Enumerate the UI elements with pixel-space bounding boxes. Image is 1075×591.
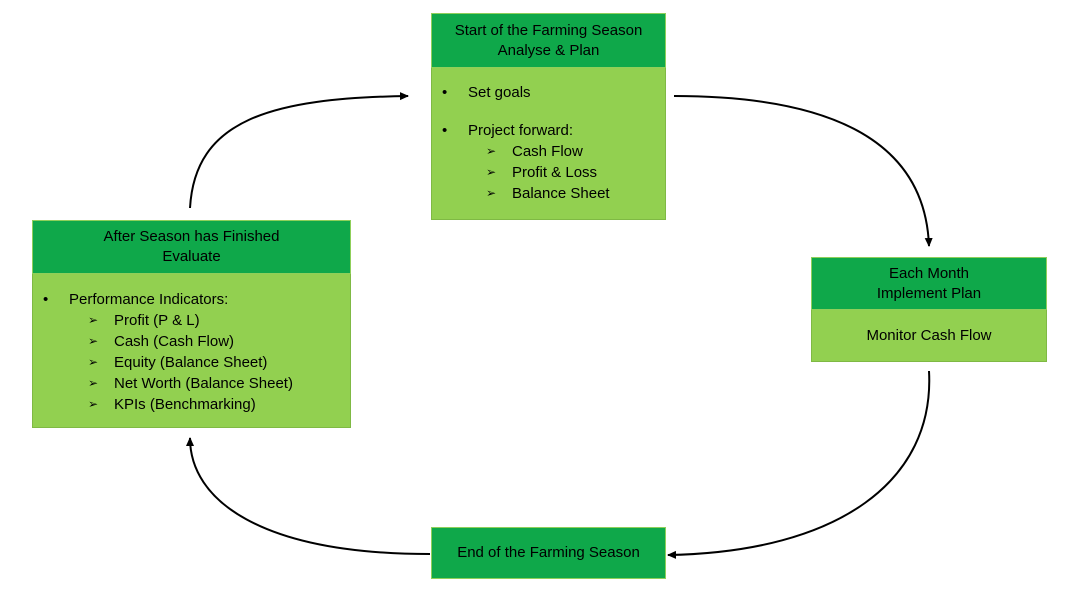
- sub-item-label: Cash (Cash Flow): [114, 333, 235, 350]
- sub-item: ➢ Profit (P & L): [33, 310, 350, 331]
- sub-item: ➢ Net Worth (Balance Sheet): [33, 373, 350, 394]
- end-season-title: End of the Farming Season: [457, 544, 640, 561]
- start-season-title-line1: Start of the Farming Season: [454, 21, 643, 39]
- bullet-label: Set goals: [468, 84, 531, 101]
- each-month-box: Each Month Implement Plan Monitor Cash F…: [811, 257, 1047, 362]
- after-season-title-line2: Evaluate: [162, 248, 221, 265]
- each-month-header: Each Month Implement Plan: [811, 257, 1047, 310]
- sub-item: ➢ Profit & Loss: [432, 162, 665, 183]
- after-season-box: After Season has Finished Evaluate • Per…: [32, 220, 351, 428]
- bullet-item: • Project forward:: [432, 120, 665, 141]
- sub-item: ➢ Balance Sheet: [432, 183, 665, 204]
- arrow-start-to-month: [673, 95, 933, 247]
- bullet-item: • Set goals: [432, 82, 665, 103]
- start-season-box: Start of the Farming Season Analyse & Pl…: [431, 13, 666, 220]
- arrow-bullet-icon: ➢: [88, 376, 99, 390]
- bullet-label: Performance Indicators:: [69, 291, 229, 308]
- arrow-month-to-end: [667, 370, 931, 559]
- sub-item-label: Net Worth (Balance Sheet): [114, 375, 293, 392]
- sub-item-label: KPIs (Benchmarking): [114, 396, 256, 413]
- bullet-icon: •: [442, 122, 448, 139]
- arrow-bullet-icon: ➢: [88, 313, 99, 327]
- arrow-bullet-icon: ➢: [88, 355, 99, 369]
- bullet-icon: •: [442, 84, 448, 101]
- start-season-title-line2: Analyse & Plan: [497, 41, 600, 59]
- bullet-label: Project forward:: [468, 122, 574, 139]
- sub-item: ➢ Equity (Balance Sheet): [33, 352, 350, 373]
- sub-item: ➢ KPIs (Benchmarking): [33, 394, 350, 415]
- arrow-end-to-after: [186, 437, 431, 555]
- after-season-title-line1: After Season has Finished: [103, 228, 280, 245]
- arrow-bullet-icon: ➢: [88, 397, 99, 411]
- sub-item: ➢ Cash (Cash Flow): [33, 331, 350, 352]
- start-season-header: Start of the Farming Season Analyse & Pl…: [431, 13, 666, 68]
- sub-item-label: Profit & Loss: [512, 164, 598, 181]
- after-season-header: After Season has Finished Evaluate: [32, 220, 351, 274]
- sub-item-label: Equity (Balance Sheet): [114, 354, 268, 371]
- sub-item: ➢ Cash Flow: [432, 141, 665, 162]
- each-month-title-line1: Each Month: [888, 264, 970, 282]
- sub-item-label: Balance Sheet: [512, 185, 610, 202]
- end-season-box: End of the Farming Season: [431, 527, 666, 579]
- start-season-body: • Set goals • Project forward: ➢ Cash Fl…: [431, 68, 666, 220]
- each-month-body-text: Monitor Cash Flow: [866, 327, 992, 344]
- bullet-icon: •: [43, 291, 49, 308]
- arrow-bullet-icon: ➢: [486, 186, 497, 200]
- sub-item-label: Profit (P & L): [114, 312, 200, 329]
- bullet-item: • Performance Indicators:: [33, 289, 350, 310]
- arrow-bullet-icon: ➢: [486, 144, 497, 158]
- after-season-body: • Performance Indicators: ➢ Profit (P & …: [32, 274, 351, 428]
- arrow-bullet-icon: ➢: [88, 334, 99, 348]
- each-month-title-line2: Implement Plan: [876, 284, 982, 302]
- arrow-after-to-start: [189, 92, 409, 209]
- each-month-body: Monitor Cash Flow: [811, 310, 1047, 362]
- sub-item-label: Cash Flow: [512, 143, 583, 160]
- arrow-bullet-icon: ➢: [486, 165, 497, 179]
